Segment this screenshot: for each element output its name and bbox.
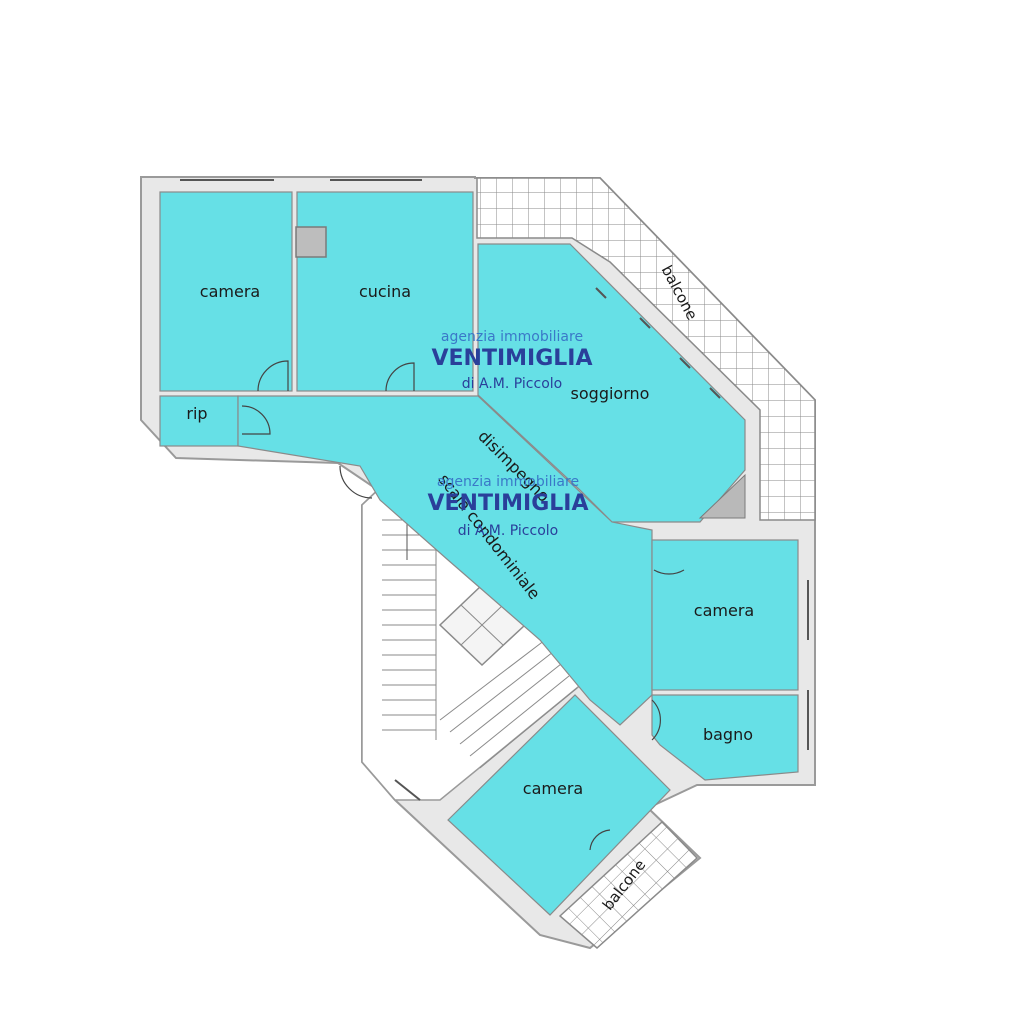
- room-cucina: [296, 191, 474, 392]
- room-soggiorno: [477, 243, 746, 523]
- shaft: [295, 226, 327, 258]
- watermark-line1: agenzia immobiliare: [441, 329, 583, 345]
- label-bagno: bagno: [703, 725, 753, 744]
- room-camera-3: [447, 694, 671, 916]
- balcone-top: [476, 177, 816, 521]
- label-camera-1: camera: [200, 282, 260, 301]
- watermark-1: agenzia immobiliare VENTIMIGLIA di A.M. …: [431, 329, 592, 392]
- watermark-line3: di A.M. Piccolo: [458, 523, 558, 539]
- rooms: [159, 191, 799, 916]
- windows: [180, 179, 809, 801]
- watermark-2: agenzia immobiliare VENTIMIGLIA di A.M. …: [427, 474, 588, 539]
- label-camera-2: camera: [694, 601, 754, 620]
- pillar: [698, 473, 746, 519]
- label-rip: rip: [186, 404, 207, 423]
- label-camera-3: camera: [523, 779, 583, 798]
- balcone-bottom: [558, 820, 699, 950]
- watermark-line1: agenzia immobiliare: [437, 474, 579, 490]
- watermark-line2: VENTIMIGLIA: [431, 346, 592, 371]
- room-camera-1: [159, 191, 293, 392]
- room-rip: [159, 395, 239, 447]
- label-cucina: cucina: [359, 282, 411, 301]
- door-swings: [241, 360, 685, 851]
- room-bagno: [651, 694, 799, 781]
- room-disimpegno: [237, 395, 653, 726]
- watermark-line3: di A.M. Piccolo: [462, 376, 562, 392]
- watermark-line2: VENTIMIGLIA: [427, 491, 588, 516]
- room-camera-2: [651, 539, 799, 691]
- label-soggiorno: soggiorno: [571, 384, 650, 403]
